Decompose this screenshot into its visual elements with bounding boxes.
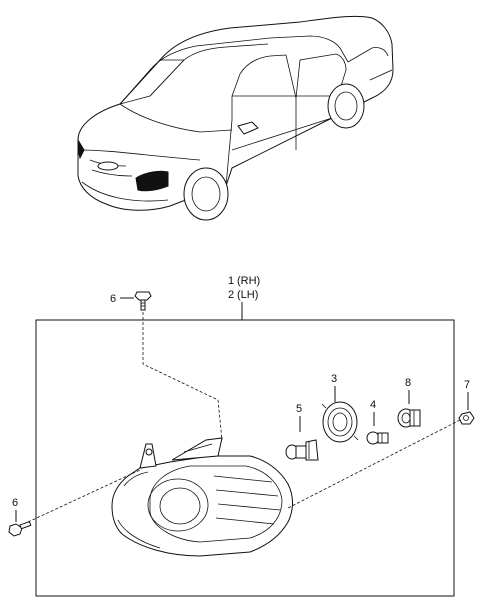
sedan-car-icon — [77, 15, 394, 221]
nut-icon — [458, 411, 475, 425]
callout-screw-left: 6 — [12, 497, 18, 509]
screw-icon — [8, 520, 32, 537]
socket-ring-icon — [397, 408, 421, 428]
callout-socket-side: 8 — [405, 377, 411, 389]
callout-assy-lh-num: 2 — [228, 289, 234, 301]
assembly-frame — [35, 319, 455, 597]
callout-screw-top: 6 — [110, 293, 116, 305]
socket-ring-icon — [321, 401, 359, 443]
bulb-icon — [285, 439, 319, 461]
callout-assy-rh-side: (RH) — [237, 275, 260, 287]
callout-bulb-main: 5 — [296, 403, 302, 415]
callout-socket: 3 — [331, 373, 337, 385]
callout-assy-rh-num: 1 — [228, 275, 234, 287]
screw-icon — [134, 291, 152, 311]
callout-nut-right: 7 — [464, 379, 470, 391]
headlamp-assembly-icon — [111, 437, 293, 557]
screw-left-dash — [27, 469, 141, 523]
bulb-icon — [366, 431, 389, 445]
nut-right-dash — [287, 419, 461, 509]
screw-top-dash — [142, 312, 223, 441]
callout-bulb-small: 4 — [370, 399, 376, 411]
callout-assy-lh-side: (LH) — [237, 289, 258, 301]
